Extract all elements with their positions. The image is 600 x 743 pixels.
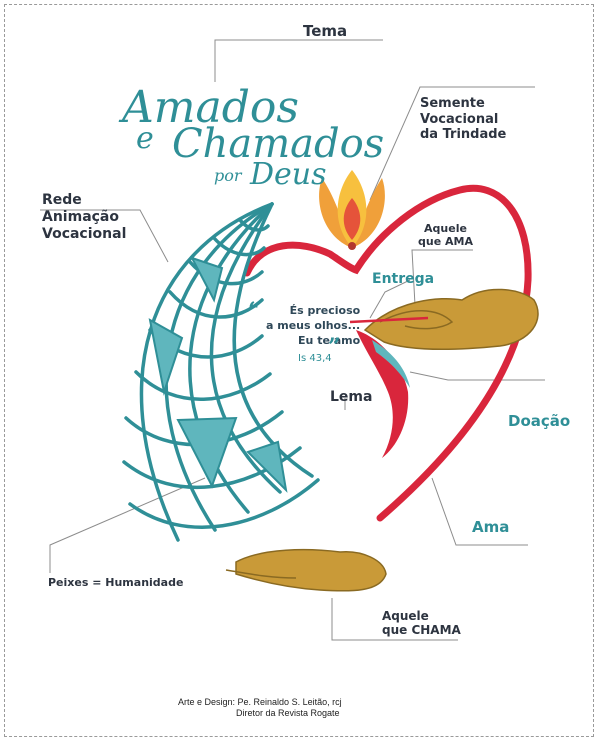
label-rede: Rede Animação Vocacional (42, 192, 126, 242)
quote-line: a meus olhos... (266, 318, 361, 332)
label-aquele-chama-line: que CHAMA (382, 623, 461, 638)
label-aquele-ama: Aquele que AMA (418, 222, 473, 248)
credit-line-2: Diretor da Revista Rogate (236, 708, 340, 718)
flame-icon (319, 170, 385, 250)
label-semente: Semente Vocacional da Trindade (420, 96, 506, 143)
label-rede-line: Rede (42, 192, 82, 208)
drop-teal-icon (372, 340, 410, 388)
quote-close-mark: ” (328, 334, 341, 360)
label-doacao: Doação (508, 412, 571, 430)
label-aquele-chama: Aquele que CHAMA (382, 609, 461, 638)
fish-icon (148, 256, 288, 493)
title-word-amados: Amados (122, 82, 299, 133)
quote-reference: Is 43,4 (298, 353, 332, 364)
label-rede-line: Vocacional (42, 225, 127, 242)
quote-text: És precioso a meus olhos... Eu te amo (266, 304, 360, 349)
quote-open-mark: “ (248, 298, 261, 324)
label-entrega: Entrega (372, 271, 435, 287)
label-aquele-chama-line: Aquele (382, 609, 429, 623)
net-icon (122, 202, 320, 542)
title-word-por: por (214, 166, 242, 185)
leader-lines (40, 39, 545, 641)
credit-line-1: Arte e Design: Pe. Reinaldo S. Leitão, r… (178, 697, 342, 707)
heart-line (243, 184, 532, 522)
label-tema: Tema (303, 22, 348, 40)
label-rede-line: Animação (42, 208, 119, 225)
label-semente-line: Vocacional (420, 111, 499, 127)
dashed-frame (4, 4, 594, 737)
offering-line (349, 316, 429, 324)
quote-line: És precioso (289, 304, 361, 317)
title-word-e: e (136, 121, 154, 156)
quote-line: Eu te amo (298, 333, 361, 347)
calling-hand-icon (225, 548, 387, 592)
label-semente-line: Semente (420, 96, 485, 111)
label-semente-line: da Trindade (420, 127, 507, 143)
label-peixes: Peixes = Humanidade (48, 576, 184, 589)
label-ama: Ama (472, 518, 510, 536)
label-aquele-ama-line: Aquele (424, 222, 467, 235)
title-word-deus: Deus (250, 157, 327, 192)
title-word-chamados: Chamados (172, 121, 385, 167)
label-lema: Lema (330, 389, 373, 405)
giving-hand-icon (363, 288, 539, 351)
label-aquele-ama-line: que AMA (418, 235, 473, 249)
